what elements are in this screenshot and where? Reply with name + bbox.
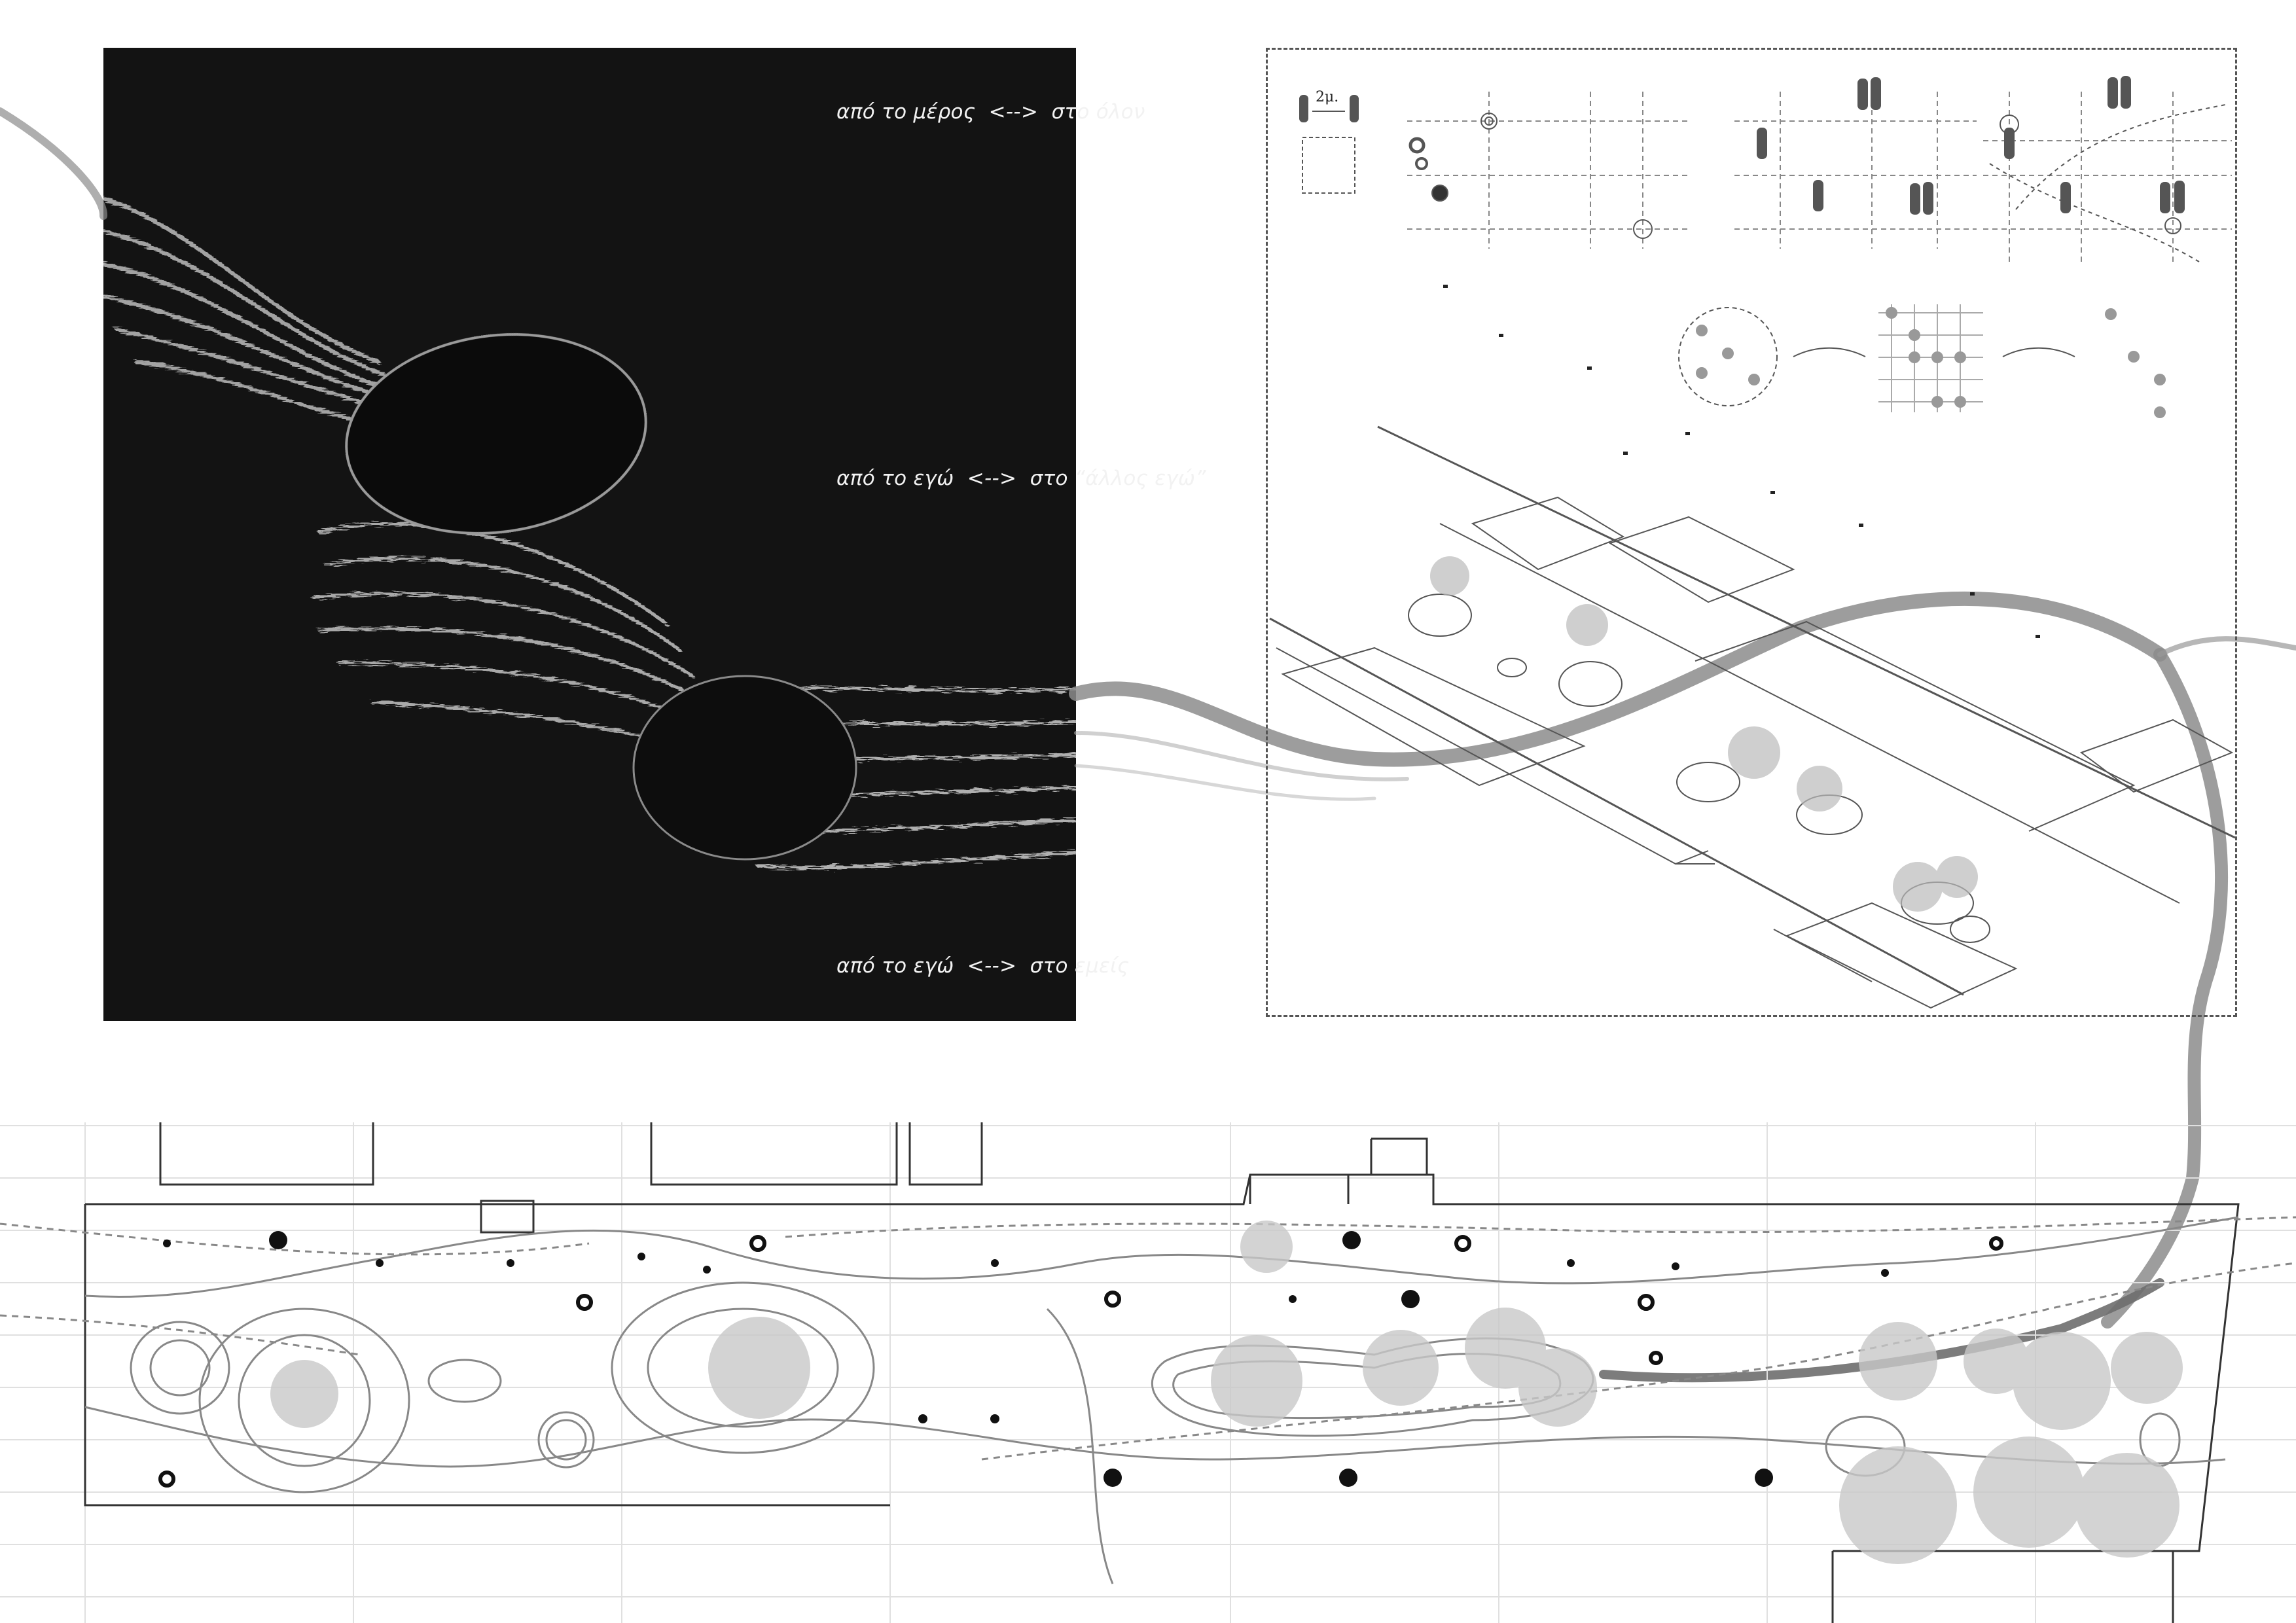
isometric-diagram-frame (1266, 48, 2237, 1017)
brush-stroke-artwork (103, 196, 1076, 870)
phrase-part-whole: από το μέρος <--> στο όλον (836, 100, 1145, 124)
network-node-icon (1696, 307, 2166, 418)
seat-stool-icon (163, 1231, 1889, 1487)
person-figure-icon (1299, 76, 2185, 215)
scale-label: 2μ. (1316, 89, 1339, 105)
phrase-self-we: από το εγώ <--> στο εμείς (836, 954, 1130, 978)
phrase-self-other: από το εγώ <--> στο “άλλος εγώ” (836, 467, 1206, 490)
tree-canopy-icon (1430, 556, 1978, 912)
concept-panel: από το μέρος <--> στο όλον από το εγώ <-… (103, 48, 1206, 1021)
tree-canopy-icon (270, 1221, 2183, 1564)
light-post-icon (158, 1235, 2003, 1488)
